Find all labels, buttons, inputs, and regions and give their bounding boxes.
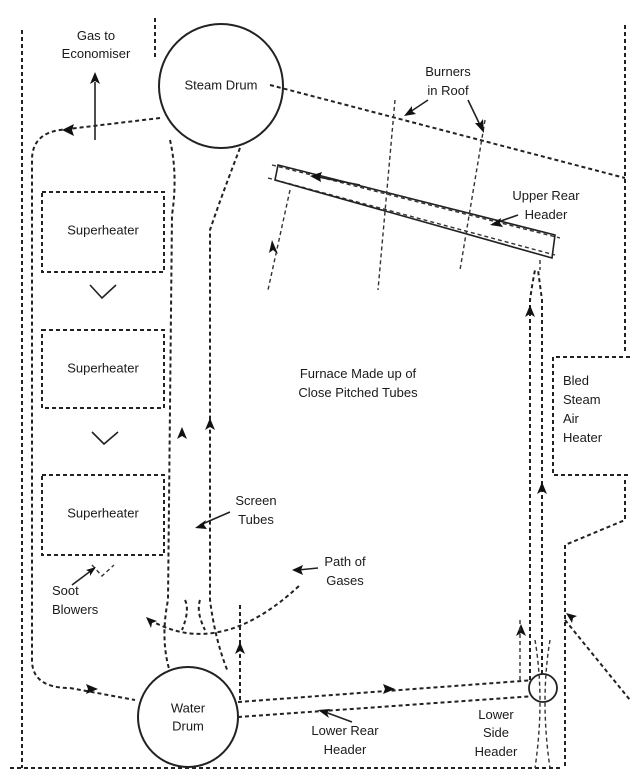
air-heater-label-1: Bled xyxy=(563,373,589,388)
air-heater-lower-arrow xyxy=(566,613,577,623)
soot-blowers-label-2: Blowers xyxy=(52,602,99,617)
water-drum-circle xyxy=(137,666,239,768)
gas-to-economiser-label-1: Gas to xyxy=(77,28,115,43)
superheater-label-3: Superheater xyxy=(67,505,139,520)
furnace-label: Furnace Made up of Close Pitched Tubes xyxy=(298,366,418,400)
lower-rear-header-leader xyxy=(324,711,353,723)
rear-wall-arrow-top xyxy=(525,305,535,317)
lower-side-header-label-2: Side xyxy=(483,725,509,740)
rear-wall-arrow-low xyxy=(516,624,526,636)
burner-axis-3 xyxy=(267,189,291,291)
water-drum-label-2: Drum xyxy=(172,718,204,733)
lower-rear-header-label-1: Lower Rear xyxy=(311,723,379,738)
lower-side-tube-a xyxy=(534,639,541,769)
furnace-walls xyxy=(235,269,551,769)
gas-pass-arrow-bottom xyxy=(86,684,98,694)
path-of-gases-label-1: Path of xyxy=(324,554,366,569)
casing-right-lower xyxy=(564,480,626,768)
rear-wall-tube-a xyxy=(529,269,536,680)
upper-rear-header-body xyxy=(274,164,556,260)
upper-rear-header-leader xyxy=(497,214,519,223)
water-drum-group: Water Drum Lower Rear Header Lower Side … xyxy=(137,666,558,768)
rear-wall-tube-b xyxy=(537,269,543,674)
superheater-label-2: Superheater xyxy=(67,360,139,375)
soot-blowers-leader xyxy=(71,569,93,586)
gas-path-arrowhead xyxy=(146,617,157,628)
steam-drum: Steam Drum xyxy=(158,23,284,149)
furnace-label-2: Close Pitched Tubes xyxy=(298,385,418,400)
soot-blowers-arrowhead xyxy=(86,567,96,576)
lower-side-header-circle xyxy=(528,673,558,703)
burner-axis-1 xyxy=(377,99,396,291)
path-of-gases-label-2: Gases xyxy=(326,573,364,588)
downcomer-screen-tubes: Screen Tubes Path of Gases xyxy=(146,139,366,673)
gas-pass-wall xyxy=(31,117,161,701)
air-heater-label-2: Steam xyxy=(563,392,601,407)
furnace-roof: Burners in Roof Upper Rear Header xyxy=(267,64,626,291)
air-heater-label-3: Air xyxy=(563,411,580,426)
gas-path-curve xyxy=(149,584,301,635)
superheater-box-2 xyxy=(41,329,165,409)
upper-header-flow-line xyxy=(317,176,361,186)
soot-blower-mark xyxy=(91,564,115,577)
screen-tubes-leader xyxy=(199,511,231,526)
path-of-gases-arrowhead xyxy=(292,565,303,575)
air-heater-label-4: Heater xyxy=(563,430,603,445)
lower-rear-header-arrowhead xyxy=(318,709,330,718)
burners-label-2: in Roof xyxy=(427,83,469,98)
lower-side-header-label-3: Header xyxy=(475,744,518,759)
burner-arrow-3 xyxy=(269,240,278,254)
path-of-gases-leader xyxy=(297,567,319,571)
superheater-box-1 xyxy=(41,191,165,273)
upper-rear-header-arrowhead xyxy=(490,218,503,227)
gas-flow-chevron-2 xyxy=(91,431,119,446)
air-heater: Bled Steam Air Heater xyxy=(552,356,630,623)
gas-pass-arrow-top xyxy=(62,124,74,136)
gas-to-economiser-arrowhead xyxy=(90,72,100,84)
lower-tube-arrow xyxy=(383,684,395,694)
roof-line xyxy=(269,84,626,179)
superheater-box-3 xyxy=(41,474,165,556)
superheater-label-1: Superheater xyxy=(67,222,139,237)
downcomer-right xyxy=(209,147,241,673)
burners-label-1: Burners xyxy=(425,64,471,79)
downcomer-inner-left xyxy=(181,599,188,631)
screen-tubes-label-2: Tubes xyxy=(238,512,274,527)
upper-rear-header-label-1: Upper Rear xyxy=(512,188,580,203)
gas-flow-chevron-1 xyxy=(89,284,117,300)
burner-axis-2 xyxy=(459,119,486,271)
water-drum-label-1: Water xyxy=(171,700,206,715)
lower-tube-bottom xyxy=(237,695,536,718)
steam-drum-circle xyxy=(158,23,284,149)
burners-arrowhead-2 xyxy=(475,119,484,133)
casing-right-diagonal xyxy=(564,619,631,701)
air-heater-box xyxy=(552,356,630,476)
upper-header-flow-arrow xyxy=(310,172,322,182)
burners-leader-1 xyxy=(409,99,429,113)
burners-leader-2 xyxy=(467,99,481,126)
screen-tubes-arrowhead xyxy=(195,520,207,529)
rear-wall-arrow-mid xyxy=(537,482,547,494)
boiler-casing xyxy=(10,18,631,769)
steam-drum-label: Steam Drum xyxy=(185,77,258,92)
lower-side-header-label-1: Lower xyxy=(478,707,514,722)
burners-arrowhead-1 xyxy=(404,106,416,116)
screen-tubes-label-1: Screen xyxy=(235,493,276,508)
riser-left-arrow xyxy=(235,642,245,654)
superheater-pass: Superheater Superheater Superheater Gas … xyxy=(31,28,165,701)
furnace-label-1: Furnace Made up of xyxy=(300,366,417,381)
lower-rear-header-label-2: Header xyxy=(324,742,367,757)
gas-to-economiser-label-2: Economiser xyxy=(62,46,131,61)
downcomer-inner-right xyxy=(197,599,206,631)
lower-side-tube-b xyxy=(544,639,551,769)
soot-blowers-label-1: Soot xyxy=(52,583,79,598)
upper-rear-header-label-2: Header xyxy=(525,207,568,222)
screen-tube-arrow xyxy=(205,418,215,430)
downcomer-arrow-left xyxy=(177,427,187,439)
downcomer-left xyxy=(163,139,176,673)
